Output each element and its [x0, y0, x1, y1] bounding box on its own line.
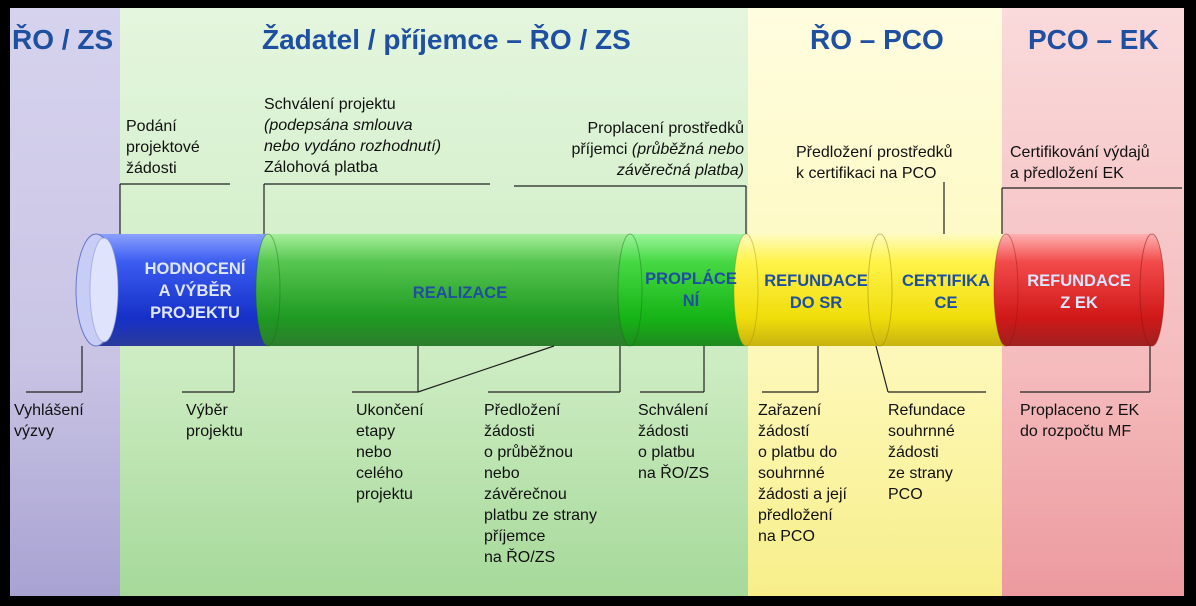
label-schvaleni-projektu: Schválení projektu (podepsána smlouva ne…	[264, 96, 442, 176]
label-proplaceni-line2: příjemci (průběžná nebo	[571, 141, 744, 158]
diagram-canvas: ŘO / ZS Žadatel / příjemce – ŘO / ZS ŘO …	[10, 8, 1184, 596]
label-zarazeni: Zařazení žádostí o platbu do souhrnné žá…	[758, 402, 847, 545]
label-refundace-souhrnne: Refundace souhrnné žádosti ze strany PCO	[888, 402, 966, 503]
pipe-segment-realizace	[268, 234, 636, 346]
segment-label-proplaceni: PROPLÁCE NÍ	[645, 270, 737, 310]
label-vyber: Výběr projektu	[186, 402, 243, 440]
label-vyhlaseni: Vyhlášení výzvy	[14, 402, 84, 440]
phase-title: ŘO / ZS	[12, 24, 114, 55]
pipe-segment-hodnoceni	[96, 234, 276, 346]
label-proplaceni-prostredku: Proplacení prostředků příjemci (průběžná…	[522, 118, 744, 181]
label-podani: Podání projektové žádosti	[126, 118, 200, 177]
label-certifikovani: Certifikování výdajů a předložení EK	[1010, 144, 1150, 182]
label-schvaleni-zadosti: Schválení žádosti o platbu na ŘO/ZS	[638, 402, 710, 482]
pipe-segment-proplaceni	[630, 234, 752, 346]
segment-label-realizace: REALIZACE	[412, 284, 508, 302]
pipe-segment-refundace-ek	[1006, 234, 1152, 346]
label-ukonceni: Ukončení etapy nebo celého projektu	[356, 402, 424, 503]
phase-title: ŘO – PCO	[810, 24, 944, 55]
phase-title: PCO – EK	[1028, 24, 1159, 55]
process-pipe	[26, 182, 1182, 393]
label-proplaceno-ek: Proplaceno z EK do rozpočtu MF	[1020, 402, 1140, 440]
phase-title: Žadatel / příjemce – ŘO / ZS	[262, 24, 631, 55]
label-predlozeni-prostredku: Předložení prostředků k certifikaci na P…	[796, 144, 953, 182]
segment-label-refundace-sr: REFUNDACE DO SR	[764, 272, 868, 312]
segment-label-certifikace: CERTIFIKA CE	[902, 272, 990, 312]
segment-label-hodnoceni: HODNOCENÍ A VÝBĚR PROJEKTU	[144, 260, 246, 322]
segment-label-refundace-ek: REFUNDACE Z EK	[1027, 272, 1131, 312]
label-predlozeni-zadosti: Předložení žádosti o průběžnou nebo závě…	[484, 402, 597, 566]
